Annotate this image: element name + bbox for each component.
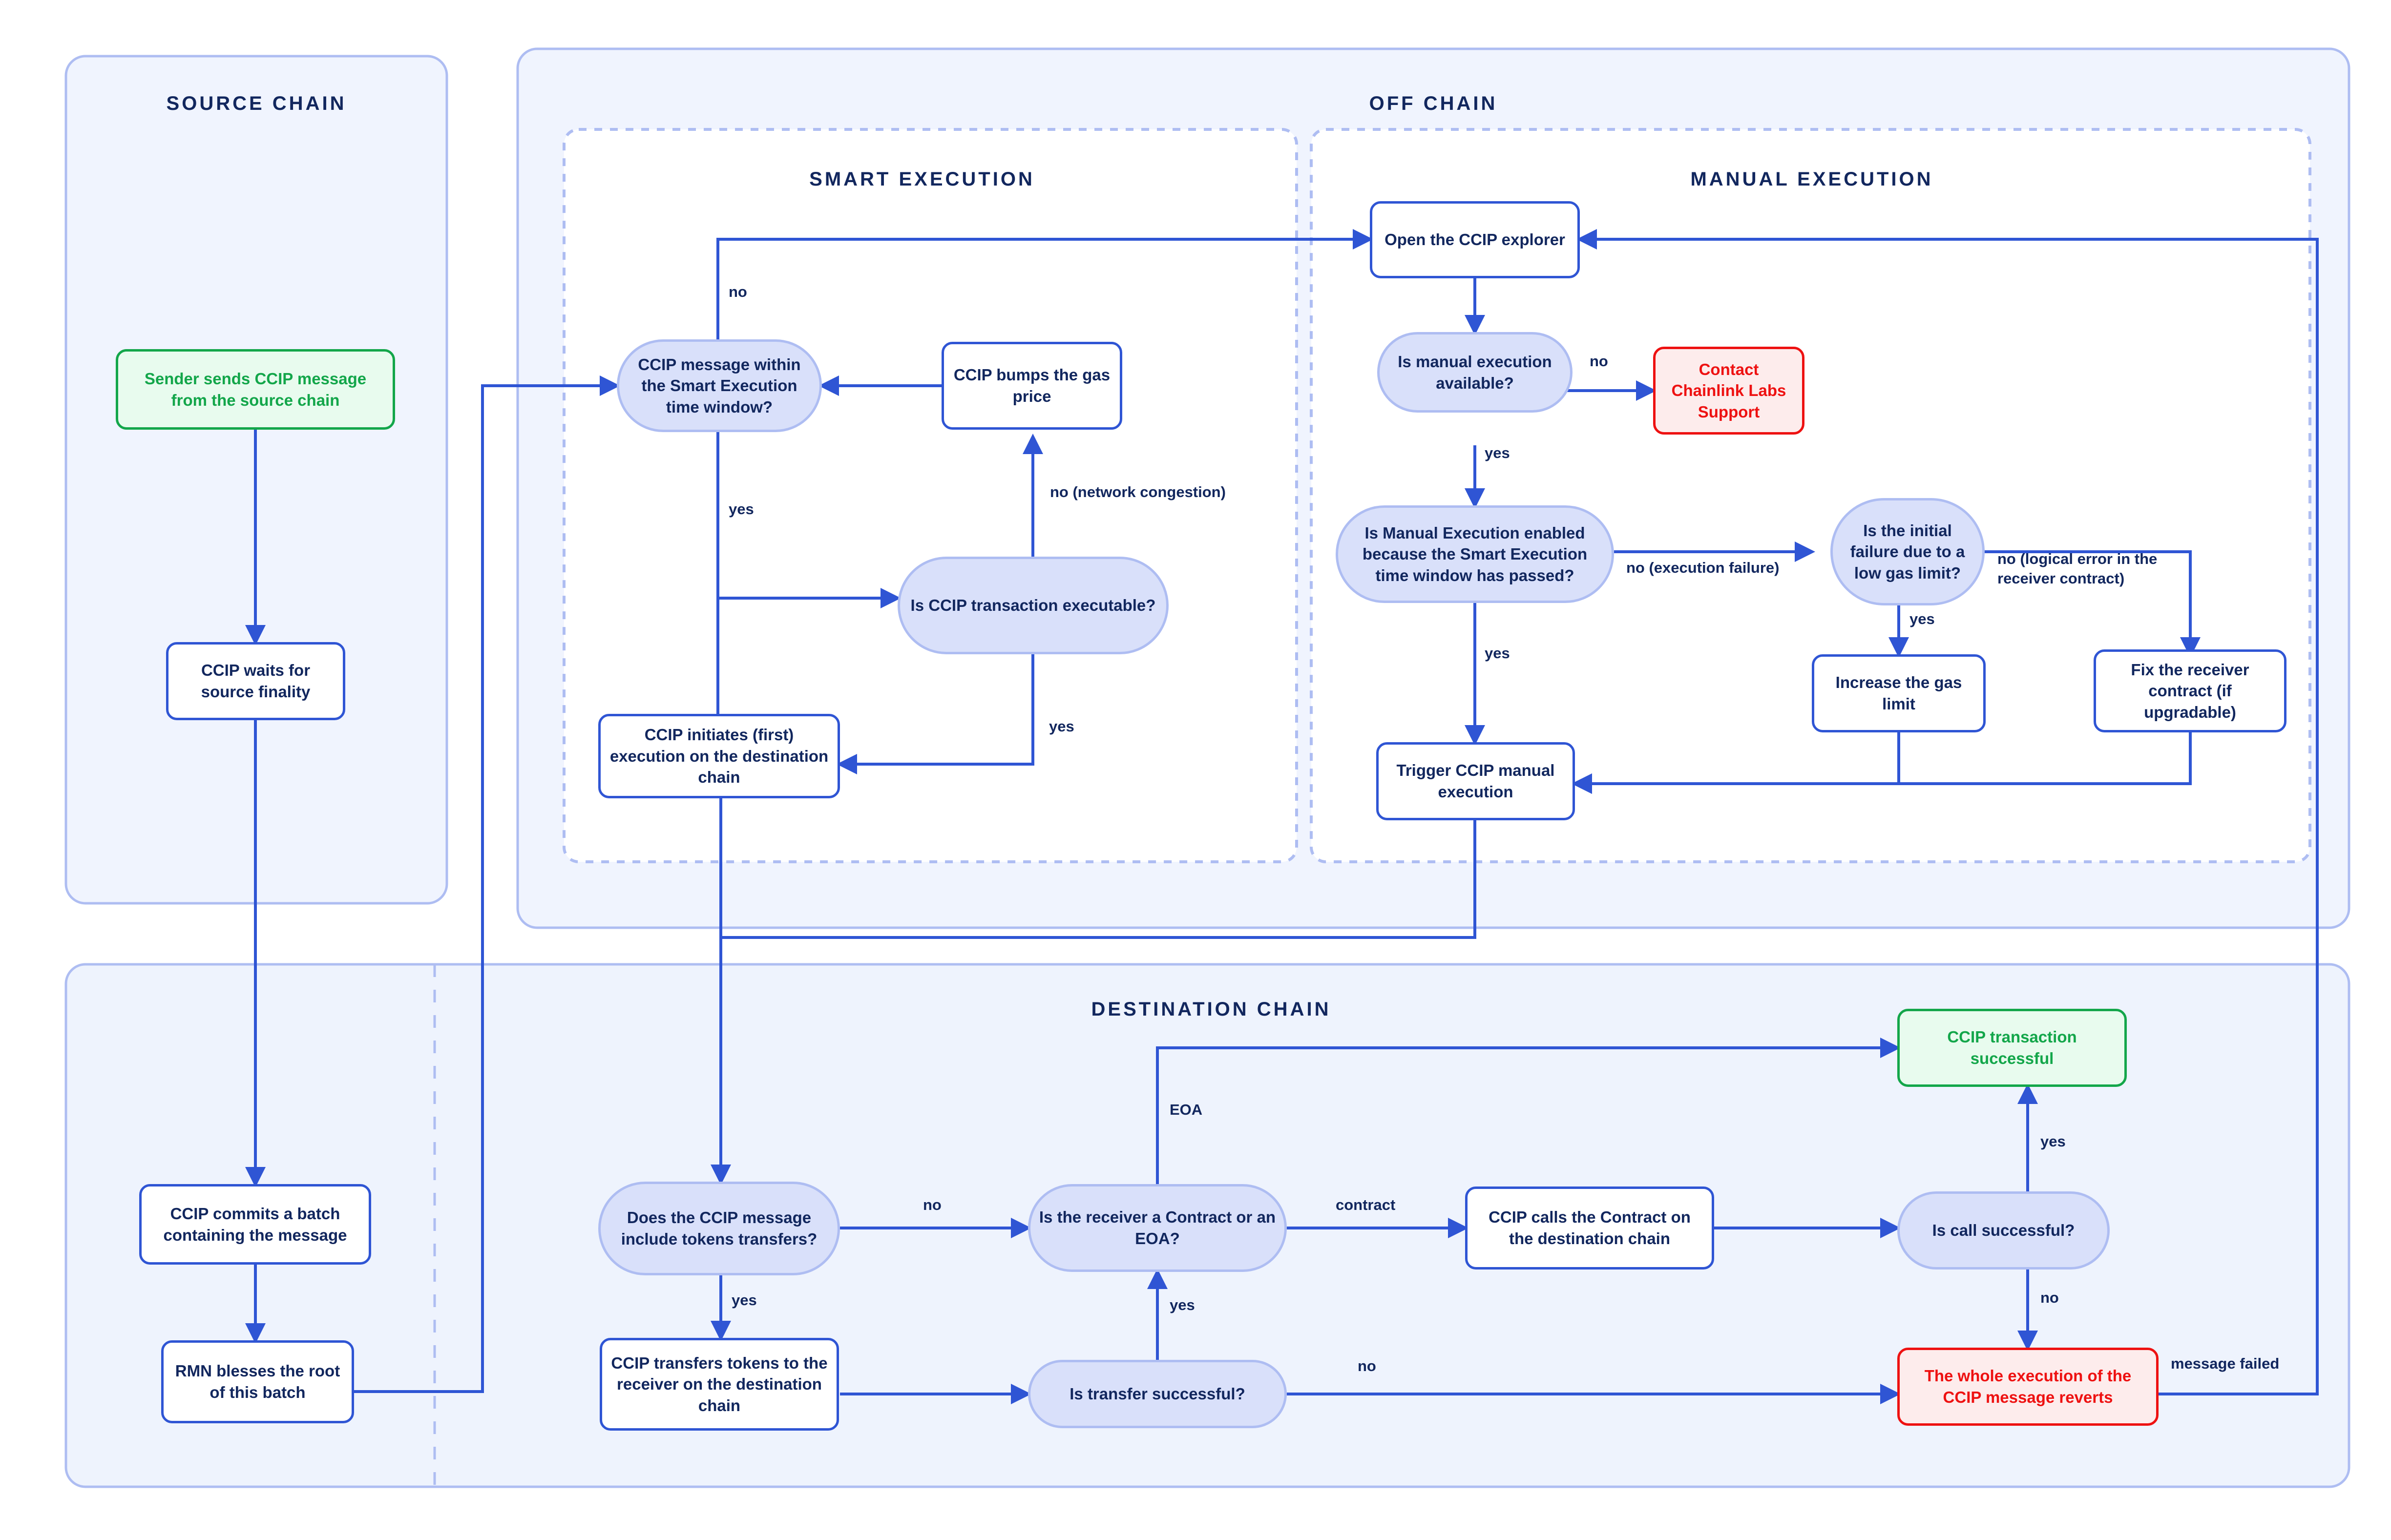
edge-label-manual-yes: yes	[1485, 444, 1510, 461]
edge-lowgas-no-to-fix	[1985, 550, 2201, 658]
edge-rmn-to-window	[354, 375, 620, 1393]
node-transfer-successful[interactable]: Is transfer successful?	[1028, 1360, 1287, 1428]
manual-execution-lane	[1310, 128, 2311, 863]
node-includes-tokens[interactable]: Does the CCIP message include tokens tra…	[598, 1182, 840, 1275]
node-increase-gas[interactable]: Increase the gas limit	[1812, 654, 1986, 732]
node-bumps-gas[interactable]: CCIP bumps the gas price	[942, 342, 1122, 430]
edge-increase-to-trigger	[1572, 732, 1900, 794]
node-open-explorer[interactable]: Open the CCIP explorer	[1370, 201, 1580, 278]
node-low-gas-limit[interactable]: Is the initial failure due to a low gas …	[1830, 498, 1985, 605]
node-tx-executable[interactable]: Is CCIP transaction executable?	[898, 557, 1169, 654]
node-commits-batch[interactable]: CCIP commits a batch containing the mess…	[139, 1184, 371, 1265]
smart-execution-lane	[563, 128, 1298, 863]
edge-label-smart-no: no	[729, 283, 747, 300]
edge-label-gas-yes: yes	[1909, 610, 1935, 627]
off-chain-title: OFF CHAIN	[1369, 93, 1498, 114]
node-manual-available[interactable]: Is manual execution available?	[1377, 332, 1573, 413]
node-receiver-kind[interactable]: Is the receiver a Contract or an EOA?	[1028, 1184, 1287, 1272]
node-contact-support[interactable]: Contact Chainlink Labs Support	[1653, 347, 1804, 435]
edge-label-contract: contract	[1336, 1196, 1396, 1213]
edge-executable-yes-to-initiates	[837, 654, 1034, 774]
source-chain-title: SOURCE CHAIN	[166, 93, 347, 114]
edge-label-call-no: no	[2040, 1289, 2059, 1306]
node-call-successful[interactable]: Is call successful?	[1897, 1191, 2110, 1269]
node-manual-enabled[interactable]: Is Manual Execution enabled because the …	[1336, 505, 1614, 603]
node-waits-finality[interactable]: CCIP waits for source finality	[166, 642, 345, 720]
edge-label-enabled-yes: yes	[1485, 645, 1510, 662]
node-trigger-manual[interactable]: Trigger CCIP manual execution	[1376, 742, 1575, 820]
edge-label-exec-yes: yes	[1049, 718, 1074, 735]
node-fix-receiver[interactable]: Fix the receiver contract (if upgradable…	[2094, 649, 2286, 732]
destination-chain-title: DESTINATION CHAIN	[1091, 999, 1331, 1020]
node-msg-within-window[interactable]: CCIP message within the Smart Execution …	[617, 339, 822, 432]
edge-window-no-to-explorer	[716, 229, 1373, 342]
node-tx-successful[interactable]: CCIP transaction successful	[1897, 1009, 2127, 1087]
edge-label-tokens-yes: yes	[732, 1291, 757, 1309]
edge-fix-to-trigger	[1572, 732, 2192, 794]
node-calls-contract[interactable]: CCIP calls the Contract on the destinati…	[1465, 1186, 1714, 1269]
node-rmn-blesses[interactable]: RMN blesses the root of this batch	[161, 1340, 354, 1423]
edge-label-call-yes: yes	[2040, 1133, 2066, 1150]
edge-label-manual-no: no	[1590, 353, 1608, 370]
edge-trigger-down-join	[721, 797, 1476, 939]
node-whole-reverts[interactable]: The whole execution of the CCIP message …	[1897, 1348, 2159, 1426]
edge-label-message-failed: message failed	[2171, 1355, 2280, 1372]
edge-message-failed-to-explorer	[1576, 229, 2319, 1395]
edge-label-smart-yes: yes	[729, 500, 754, 518]
manual-execution-title: MANUAL EXECUTION	[1690, 168, 1933, 190]
edge-label-gas-no-logical: no (logical error in the receiver contra…	[1997, 550, 2158, 587]
edge-label-transfer-yes: yes	[1170, 1296, 1195, 1313]
node-initiates-execution[interactable]: CCIP initiates (first) execution on the …	[598, 714, 840, 798]
smart-execution-title: SMART EXECUTION	[809, 168, 1035, 190]
node-transfers-tokens[interactable]: CCIP transfers tokens to the receiver on…	[600, 1338, 839, 1431]
edge-window-to-executable	[716, 432, 901, 608]
edge-label-transfer-no: no	[1358, 1357, 1376, 1374]
edge-label-exec-no-congestion: no (network congestion)	[1050, 483, 1226, 500]
edge-receiver-eoa-to-success	[1156, 1038, 1901, 1186]
edge-label-tokens-no: no	[923, 1196, 942, 1213]
edge-label-enabled-no-failure: no (execution failure)	[1626, 559, 1780, 576]
edge-label-eoa: EOA	[1170, 1101, 1203, 1118]
node-sender-sends[interactable]: Sender sends CCIP message from the sourc…	[116, 349, 395, 430]
